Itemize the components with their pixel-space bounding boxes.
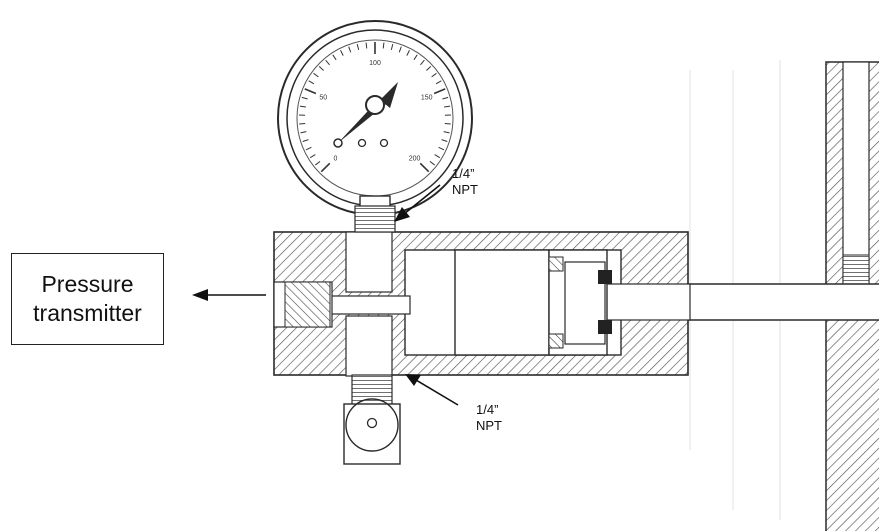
- npt-bottom-size: 1/4”: [476, 402, 499, 417]
- npt-top-size: 1/4”: [452, 166, 475, 181]
- gauge-tick: [315, 160, 321, 166]
- gauge-tick: [325, 59, 330, 66]
- gauge-tick: [348, 46, 352, 53]
- gauge-tick: [313, 72, 319, 78]
- gauge-tick: [433, 88, 446, 95]
- bottom-valve: [343, 374, 401, 465]
- piston: [454, 249, 612, 356]
- gauge-tick: [304, 88, 317, 95]
- npt-bottom-type: NPT: [476, 418, 502, 433]
- gauge-tick: [382, 42, 385, 49]
- gauge-tick: [320, 162, 331, 173]
- gauge-tick-label: 200: [409, 156, 421, 163]
- npt-top-label: 1/4” NPT: [452, 166, 478, 198]
- gauge-tick: [305, 146, 312, 151]
- gauge-tick-label: 150: [421, 95, 433, 102]
- gauge-tick: [426, 66, 432, 71]
- gauge-tick: [419, 162, 430, 173]
- gauge-tick-label: 50: [319, 95, 327, 102]
- gauge-tick: [299, 105, 306, 108]
- gauge-tick: [318, 66, 324, 71]
- gauge-tick: [309, 154, 316, 159]
- gauge-tick-label: 100: [369, 60, 381, 67]
- gauge-tick: [356, 43, 360, 51]
- gauge-tick: [302, 139, 309, 142]
- gauge-stem: [354, 195, 396, 233]
- gauge-tick: [434, 154, 441, 159]
- gauge-tick: [431, 72, 437, 78]
- gauge-tick: [406, 50, 410, 56]
- gauge-tick: [441, 139, 448, 142]
- gauge-tick: [444, 105, 451, 108]
- transmitter-line-1: Pressure: [41, 271, 134, 297]
- gauge-tick: [429, 160, 435, 166]
- pressure-transmitter-label: Pressure transmitter: [11, 253, 164, 345]
- gauge-tick: [442, 96, 449, 100]
- transmitter-line-2: transmitter: [33, 300, 142, 326]
- gauge-tick: [398, 46, 402, 53]
- gauge-tick: [438, 146, 445, 151]
- gauge-tick: [365, 42, 368, 49]
- gauge-tick: [301, 96, 308, 100]
- npt-bottom-label: 1/4” NPT: [476, 402, 502, 434]
- gauge-tick: [332, 54, 337, 61]
- gauge-tick: [300, 131, 307, 134]
- pressure-gauge: 0 50 100 150 200: [277, 20, 473, 216]
- gauge-tick: [308, 80, 315, 85]
- gauge-tick: [420, 59, 425, 66]
- arrows: [192, 184, 459, 406]
- gauge-tick: [340, 50, 344, 56]
- gauge-tick: [390, 43, 394, 51]
- npt-top-type: NPT: [452, 182, 478, 197]
- gauge-tick: [443, 131, 450, 134]
- gauge-tick-label: 0: [333, 156, 337, 163]
- gauge-tick: [413, 54, 418, 61]
- gauge-tick: [435, 80, 442, 85]
